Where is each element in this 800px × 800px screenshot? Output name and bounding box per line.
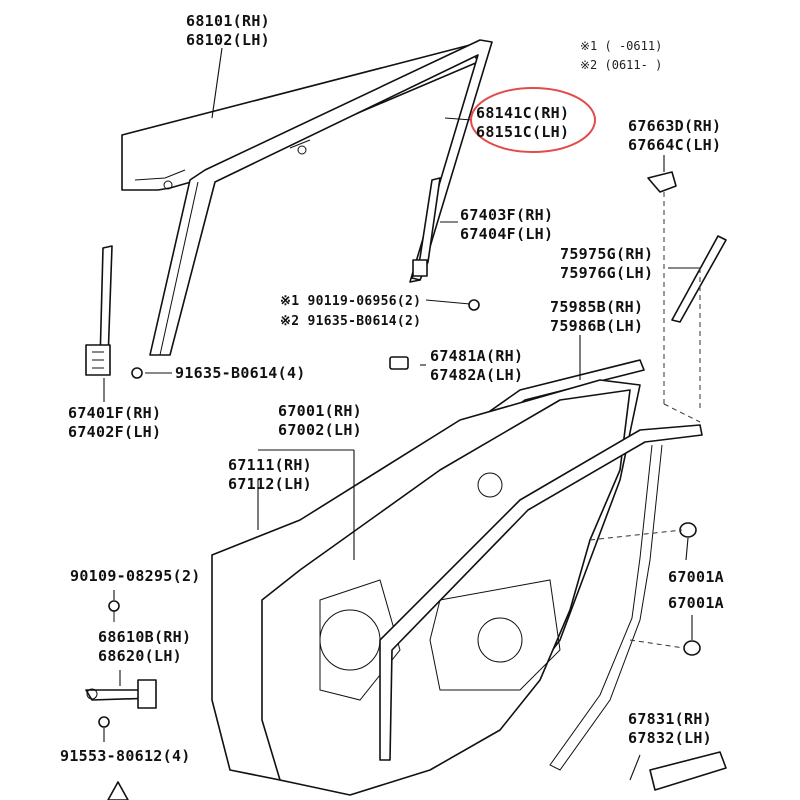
label-rear-chan-lh[interactable]: 67404F(LH) bbox=[460, 225, 553, 243]
label-bolt-1[interactable]: ※1 90119-06956(2) bbox=[280, 294, 421, 309]
label-seal-lh[interactable]: 67832(LH) bbox=[628, 729, 712, 747]
label-check-rh[interactable]: 68610B(RH) bbox=[98, 628, 191, 646]
label-front-bolt[interactable]: 91635-B0614(4) bbox=[175, 364, 306, 382]
label-mirror-lh[interactable]: 67664C(LH) bbox=[628, 136, 721, 154]
door-weatherstrip[interactable] bbox=[379, 424, 703, 771]
label-hole-rh[interactable]: 67481A(RH) bbox=[430, 347, 523, 365]
label-front-chan-rh[interactable]: 67401F(RH) bbox=[68, 404, 161, 422]
label-belt-lh[interactable]: 75986B(LH) bbox=[550, 317, 643, 335]
frame-moulding[interactable] bbox=[671, 235, 727, 323]
label-mold-lh[interactable]: 75976G(LH) bbox=[560, 264, 653, 282]
front-arrow-icon bbox=[107, 781, 129, 800]
leader-lines bbox=[103, 47, 701, 781]
clip-lower[interactable] bbox=[683, 640, 701, 656]
label-panel-lh[interactable]: 67002(LH) bbox=[278, 421, 362, 439]
mirror-cover[interactable] bbox=[647, 171, 677, 193]
label-outer-rh[interactable]: 67111(RH) bbox=[228, 456, 312, 474]
label-check-bolt[interactable]: 90109-08295(2) bbox=[70, 567, 201, 585]
note-1: ※1 ( -0611) bbox=[580, 39, 662, 53]
label-glass-rh[interactable]: 68101(RH) bbox=[186, 12, 270, 30]
label-outer-lh[interactable]: 67112(LH) bbox=[228, 475, 312, 493]
label-glass-lh[interactable]: 68102(LH) bbox=[186, 31, 270, 49]
label-belt-rh[interactable]: 75985B(RH) bbox=[550, 298, 643, 316]
door-check[interactable] bbox=[85, 679, 157, 709]
label-front-chan-lh[interactable]: 67402F(LH) bbox=[68, 423, 161, 441]
label-hole-lh[interactable]: 67482A(LH) bbox=[430, 366, 523, 384]
note-2: ※2 (0611- ) bbox=[580, 58, 662, 72]
hole-plug[interactable] bbox=[389, 356, 409, 370]
check-bolt-icon bbox=[108, 600, 120, 622]
label-rear-chan-rh[interactable]: 67403F(RH) bbox=[460, 206, 553, 224]
label-run-rh[interactable]: 68141C(RH) bbox=[476, 104, 569, 122]
label-seal-rh[interactable]: 67831(RH) bbox=[628, 710, 712, 728]
door-seal[interactable] bbox=[649, 751, 727, 791]
label-mirror-rh[interactable]: 67663D(RH) bbox=[628, 117, 721, 135]
front-channel[interactable] bbox=[85, 245, 113, 376]
front-bolt-icon bbox=[131, 367, 143, 379]
label-check-nut[interactable]: 91553-80612(4) bbox=[60, 747, 191, 765]
label-check-lh[interactable]: 68620(LH) bbox=[98, 647, 182, 665]
clip-upper[interactable] bbox=[679, 522, 697, 538]
check-nut-icon bbox=[98, 716, 110, 728]
label-mold-rh[interactable]: 75975G(RH) bbox=[560, 245, 653, 263]
rear-channel[interactable] bbox=[411, 177, 441, 281]
rear-bolt-icon bbox=[468, 299, 480, 311]
label-plug-a[interactable]: 67001A bbox=[668, 568, 724, 586]
highlight-ring bbox=[470, 87, 596, 153]
label-run-lh[interactable]: 68151C(LH) bbox=[476, 123, 569, 141]
label-plug-b[interactable]: 67001A bbox=[668, 594, 724, 612]
label-panel-rh[interactable]: 67001(RH) bbox=[278, 402, 362, 420]
label-bolt-2[interactable]: ※2 91635-B0614(2) bbox=[280, 314, 421, 329]
